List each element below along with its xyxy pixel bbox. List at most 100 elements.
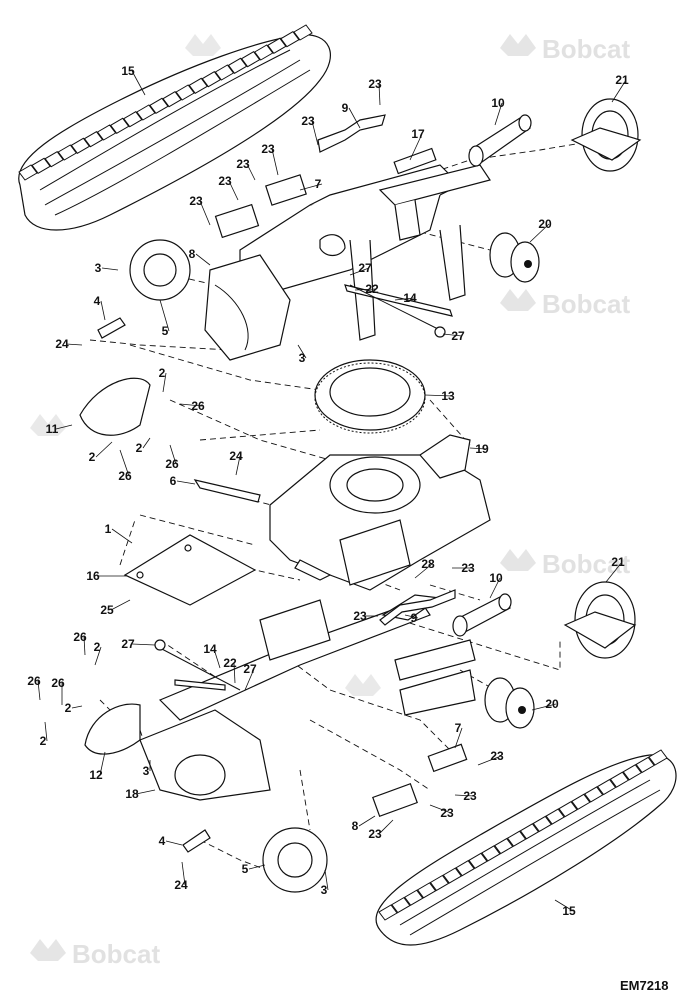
callout-leader-line [554, 899, 574, 912]
callout-number: 23 [368, 827, 382, 841]
drive-sprocket-upper [129, 239, 191, 301]
watermark-logo: Bobcat [500, 34, 630, 64]
swing-bearing [314, 359, 426, 434]
track-tread-block [468, 852, 488, 869]
watermark-logo: Bobcat [500, 289, 630, 319]
callout-leader-line [299, 183, 323, 191]
callout-number: 21 [615, 73, 629, 87]
callout-number: 5 [162, 324, 169, 338]
track-tread-block [31, 157, 51, 174]
track-tread-block [109, 117, 130, 134]
callout-number: 24 [55, 337, 69, 351]
callout-leader-line [95, 441, 113, 458]
callout-leader-line [131, 70, 146, 96]
callout-leader-line [110, 599, 131, 611]
callout-number: 23 [301, 114, 315, 128]
track-tread-block [280, 31, 300, 48]
track-tread-block [123, 111, 143, 128]
bracket-9 [379, 589, 456, 626]
track-tread-block [136, 104, 156, 121]
track-upper-treads [18, 24, 313, 181]
cover-shield-12 [84, 703, 141, 755]
track-tread-block [455, 860, 475, 877]
callout-leader-line [228, 180, 239, 201]
callout-number: 23 [461, 561, 475, 575]
carrier-roller-lower [452, 593, 512, 637]
callout-leader-line [83, 636, 86, 656]
callout-number: 27 [243, 662, 257, 676]
callout-number: 15 [121, 64, 135, 78]
callout-leader-line [94, 646, 102, 666]
callout-leader-line [358, 815, 376, 827]
callout-number: 2 [89, 450, 96, 464]
track-tread-block [162, 91, 182, 108]
callout-leader-line [100, 300, 106, 321]
callout-number: 2 [136, 441, 143, 455]
callout-leader-line [311, 120, 319, 146]
track-lower-treads [378, 749, 668, 921]
callout-number: 16 [86, 569, 100, 583]
callout-leader-line [297, 344, 307, 359]
callout-number: 24 [174, 878, 188, 892]
callout-number: 10 [491, 96, 505, 110]
track-tread-block [240, 51, 261, 68]
callout-number: 9 [342, 101, 349, 115]
callout-leader-line [354, 288, 377, 291]
callout-number: 6 [170, 474, 177, 488]
callout-leader-line [442, 333, 463, 337]
track-tread-block [609, 771, 630, 788]
callout-number: 22 [223, 656, 237, 670]
drawing-code: EM7218 [620, 978, 668, 993]
track-tread-block [227, 57, 248, 74]
callout-number: 3 [95, 261, 102, 275]
watermark-text: Bobcat [72, 939, 160, 969]
callout-number: 3 [143, 764, 150, 778]
callout-leader-line [111, 528, 133, 544]
callout-number: 23 [353, 609, 367, 623]
track-roller-upper [489, 232, 540, 283]
callout-leader-line [135, 789, 156, 795]
callout-number: 23 [368, 77, 382, 91]
track-tread-block [416, 882, 437, 899]
callout-number: 17 [411, 127, 425, 141]
callout-leader-line [349, 267, 370, 276]
track-upper [18, 34, 331, 231]
callout-number: 4 [94, 294, 101, 308]
callout-leader-line [195, 253, 211, 266]
main-frame [269, 434, 491, 591]
callout-leader-line [176, 480, 196, 485]
callout-number: 14 [403, 291, 417, 305]
callout-number: 23 [261, 142, 275, 156]
callout-number: 10 [489, 571, 503, 585]
track-tread-block [70, 137, 91, 154]
track-lower [375, 754, 677, 946]
track-tread-block [635, 756, 655, 774]
track-tread-block [214, 64, 235, 81]
track-tread-block [545, 808, 565, 825]
callout-leader-line [246, 163, 256, 181]
callout-leader-line [244, 668, 255, 691]
callout-leader-line [494, 102, 503, 126]
track-tread-block [149, 97, 169, 114]
callout-number: 23 [463, 789, 477, 803]
track-tread-block [403, 889, 424, 906]
track-roller-lower [484, 677, 535, 729]
callout-leader-line [55, 424, 73, 430]
callout-leader-line [131, 643, 156, 646]
watermark-logo: Bobcat [500, 549, 630, 579]
callout-leader-line [181, 861, 186, 886]
callout-leader-line [424, 394, 453, 397]
callout-number: 26 [118, 469, 132, 483]
callout-number: 26 [51, 676, 65, 690]
track-tread-block [96, 124, 117, 141]
carrier-roller-upper [468, 114, 532, 167]
watermark-text: Bobcat [542, 34, 630, 64]
callout-number: 26 [191, 399, 205, 413]
callout-number: 3 [321, 883, 328, 897]
bracket-6 [193, 479, 261, 503]
callout-leader-line [477, 755, 502, 766]
track-tread-block [532, 815, 553, 833]
track-tread-block [571, 793, 591, 810]
